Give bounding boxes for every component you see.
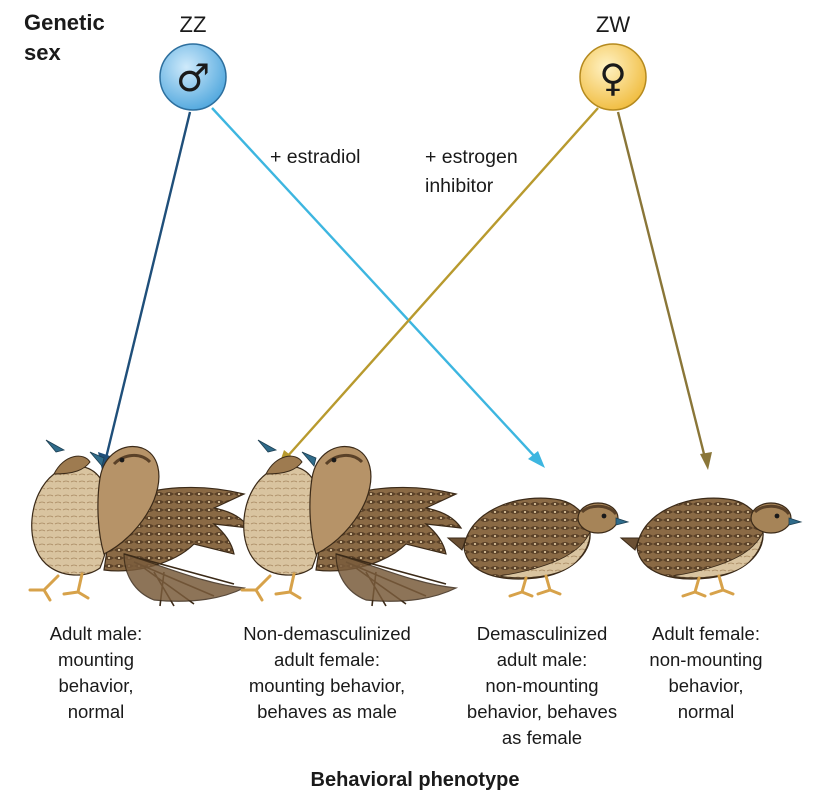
caption-line: behavior, behaves	[467, 701, 617, 722]
caption-line: behavior,	[668, 675, 743, 696]
caption-line: mounting	[58, 649, 134, 670]
caption-line: Adult female:	[652, 623, 760, 644]
caption-line: Non-demasculinized	[243, 623, 411, 644]
behavioral-phenotype-title: Behavioral phenotype	[311, 769, 520, 791]
treatment-estrogen-inhibitor-line2: inhibitor	[425, 175, 494, 197]
caption-line: adult female:	[274, 649, 380, 670]
genotype-zz-label: ZZ	[180, 12, 207, 37]
arrow-female-normal	[616, 111, 712, 470]
arrow-male-estradiol	[211, 107, 545, 468]
caption-line: Demasculinized	[477, 623, 608, 644]
genetic-sex-label-line2: sex	[24, 40, 61, 65]
quail-pair-non-demasculinized-female-icon	[240, 438, 463, 608]
quail-pair-adult-male-icon	[28, 438, 251, 608]
phenotype-caption-demasculinized-male: Demasculinized adult male: non-mounting …	[467, 623, 617, 748]
phenotype-caption-non-demasculinized-female: Non-demasculinized adult female: mountin…	[243, 623, 411, 722]
caption-line: adult male:	[497, 649, 588, 670]
caption-line: behaves as male	[257, 701, 397, 722]
genetic-sex-label-line1: Genetic	[24, 10, 105, 35]
caption-line: normal	[678, 701, 735, 722]
female-sex-circle: ♀	[579, 43, 647, 111]
female-symbol-icon: ♀	[599, 56, 627, 100]
phenotype-caption-adult-male: Adult male: mounting behavior, normal	[50, 623, 143, 722]
quail-demasculinized-male-icon	[446, 496, 630, 598]
caption-line: mounting behavior,	[249, 675, 405, 696]
male-sex-circle: ♂	[159, 43, 227, 111]
treatment-estradiol-label: + estradiol	[270, 146, 361, 168]
male-symbol-icon: ♂	[176, 56, 210, 100]
genotype-zw-label: ZW	[596, 12, 630, 37]
quail-adult-female-icon	[619, 496, 803, 598]
caption-line: non-mounting	[485, 675, 598, 696]
caption-line: Adult male:	[50, 623, 143, 644]
caption-line: behavior,	[58, 675, 133, 696]
phenotype-caption-adult-female: Adult female: non-mounting behavior, nor…	[649, 623, 762, 722]
caption-line: non-mounting	[649, 649, 762, 670]
caption-line: normal	[68, 701, 125, 722]
treatment-estrogen-inhibitor-line1: + estrogen	[425, 146, 518, 168]
caption-line: as female	[502, 727, 582, 748]
arrow-male-normal	[98, 111, 192, 470]
